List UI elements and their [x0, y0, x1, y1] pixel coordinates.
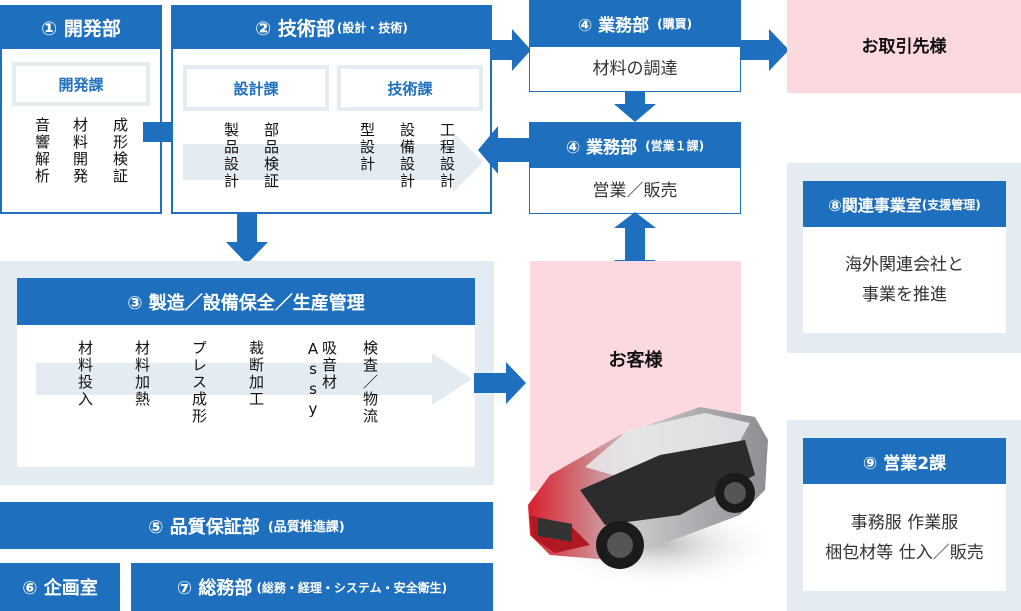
arrow-sales-to-dept2	[478, 126, 533, 174]
dept8-body: 海外関連会社と 事業を推進	[803, 227, 1006, 333]
dept5-title-sub: (品質推進課)	[267, 520, 345, 535]
dept2-task-b3: 工程設計	[438, 122, 456, 190]
sales-title: ④ 業務部 (営業１課)	[529, 122, 741, 168]
dept2-title: ② 技術部 (設計・技術)	[171, 5, 492, 49]
customer-label: お客様	[608, 350, 663, 371]
dept2-box: ② 技術部 (設計・技術) 設計課 技術課 製品設計 部品検証 型設計 設備設計…	[171, 5, 492, 214]
dept2-section-a: 設計課	[183, 65, 329, 111]
dept8-title: ⑧関連事業室 (支援管理)	[803, 181, 1006, 227]
dept2-task-b1: 型設計	[358, 122, 376, 173]
dept3-step-3: プレス成形	[190, 340, 208, 425]
dept2-task-a2: 部品検証	[262, 122, 280, 190]
dept6-box: ⑥ 企画室	[0, 563, 120, 611]
dept8-body-line-2: 事業を推進	[862, 285, 947, 305]
dept1-title: ① 開発部	[0, 5, 162, 49]
purchase-title: ④ 業務部 (購買)	[529, 0, 741, 47]
dept9-body: 事務服 作業服 梱包材等 仕入／販売	[803, 484, 1006, 591]
supplier-box: お取引先様	[787, 0, 1021, 93]
dept3-step-2: 材料加熱	[133, 340, 151, 408]
dept3-outer-panel: ③ 製造／設備保全／生産管理 材料投入 材料加熱 プレス成形 裁断加工 吸音材A…	[0, 261, 494, 485]
dept3-step-5: 吸音材Assy	[304, 340, 338, 420]
arrow-purchase-to-supplier	[741, 29, 789, 71]
dept5-box: ⑤ 品質保証部 (品質推進課)	[0, 502, 493, 549]
sales-box: ④ 業務部 (営業１課) 営業／販売	[529, 122, 741, 214]
sales-title-main: ④ 業務部	[565, 137, 638, 158]
dept1-box: ① 開発部 開発課 音響解析 材料開発 成形検証	[0, 5, 162, 214]
dept8-body-line-1: 海外関連会社と	[845, 255, 964, 275]
dept2-title-main: ② 技術部	[255, 17, 335, 40]
dept2-title-sub: (設計・技術)	[336, 20, 408, 35]
dept1-section: 開発課	[12, 62, 150, 106]
dept8-outer-panel: ⑧関連事業室 (支援管理) 海外関連会社と 事業を推進	[787, 163, 1021, 353]
dept1-task-3: 成形検証	[111, 117, 129, 185]
dept7-title-sub: (総務・経理・システム・安全衛生)	[256, 580, 448, 595]
dept2-task-a1: 製品設計	[222, 122, 240, 190]
dept1-task-2: 材料開発	[71, 117, 89, 185]
arrow-dept3-to-customer	[474, 362, 526, 404]
dept3-step-4: 裁断加工	[247, 340, 265, 408]
dept8-box: ⑧関連事業室 (支援管理) 海外関連会社と 事業を推進	[803, 181, 1006, 333]
dept2-section-b: 技術課	[337, 65, 483, 111]
purchase-body: 材料の調達	[592, 59, 678, 79]
purchase-box: ④ 業務部 (購買) 材料の調達	[529, 0, 741, 92]
sales-body: 営業／販売	[592, 180, 678, 201]
dept9-title: ⑨ 営業2課	[803, 438, 1006, 484]
dept5-title: ⑤ 品質保証部	[148, 516, 260, 538]
purchase-title-sub: (購買)	[657, 17, 693, 31]
dept8-title-sub: (支援管理)	[921, 197, 981, 212]
dept3-box: ③ 製造／設備保全／生産管理 材料投入 材料加熱 プレス成形 裁断加工 吸音材A…	[17, 278, 475, 467]
dept3-step-1: 材料投入	[76, 340, 94, 408]
dept3-title: ③ 製造／設備保全／生産管理	[17, 278, 475, 325]
dept9-outer-panel: ⑨ 営業2課 事務服 作業服 梱包材等 仕入／販売	[787, 420, 1021, 611]
car-illustration	[528, 407, 780, 590]
dept3-flow-band	[36, 353, 472, 405]
dept9-body-line-2: 梱包材等 仕入／販売	[825, 542, 984, 563]
arrow-purchase-to-sales	[614, 92, 656, 122]
arrow-dept2-to-purchase	[490, 29, 531, 71]
sales-title-sub: (営業１課)	[645, 138, 705, 153]
dept9-box: ⑨ 営業2課 事務服 作業服 梱包材等 仕入／販売	[803, 438, 1006, 591]
dept3-step-6: 検査／物流	[361, 340, 379, 425]
dept1-task-1: 音響解析	[33, 117, 51, 185]
purchase-title-main: ④ 業務部	[577, 16, 650, 36]
dept9-body-line-1: 事務服 作業服	[850, 512, 959, 533]
arrow-dept2-to-dept3	[226, 212, 268, 264]
dept7-box: ⑦ 総務部 (総務・経理・システム・安全衛生)	[131, 563, 493, 611]
dept2-flow-band	[183, 132, 483, 192]
dept8-title-main: ⑧関連事業室	[828, 196, 922, 215]
arrow-sales-customer-bidirectional	[614, 212, 656, 276]
dept7-title: ⑦ 総務部	[176, 578, 253, 599]
dept2-task-b2: 設備設計	[398, 122, 416, 190]
